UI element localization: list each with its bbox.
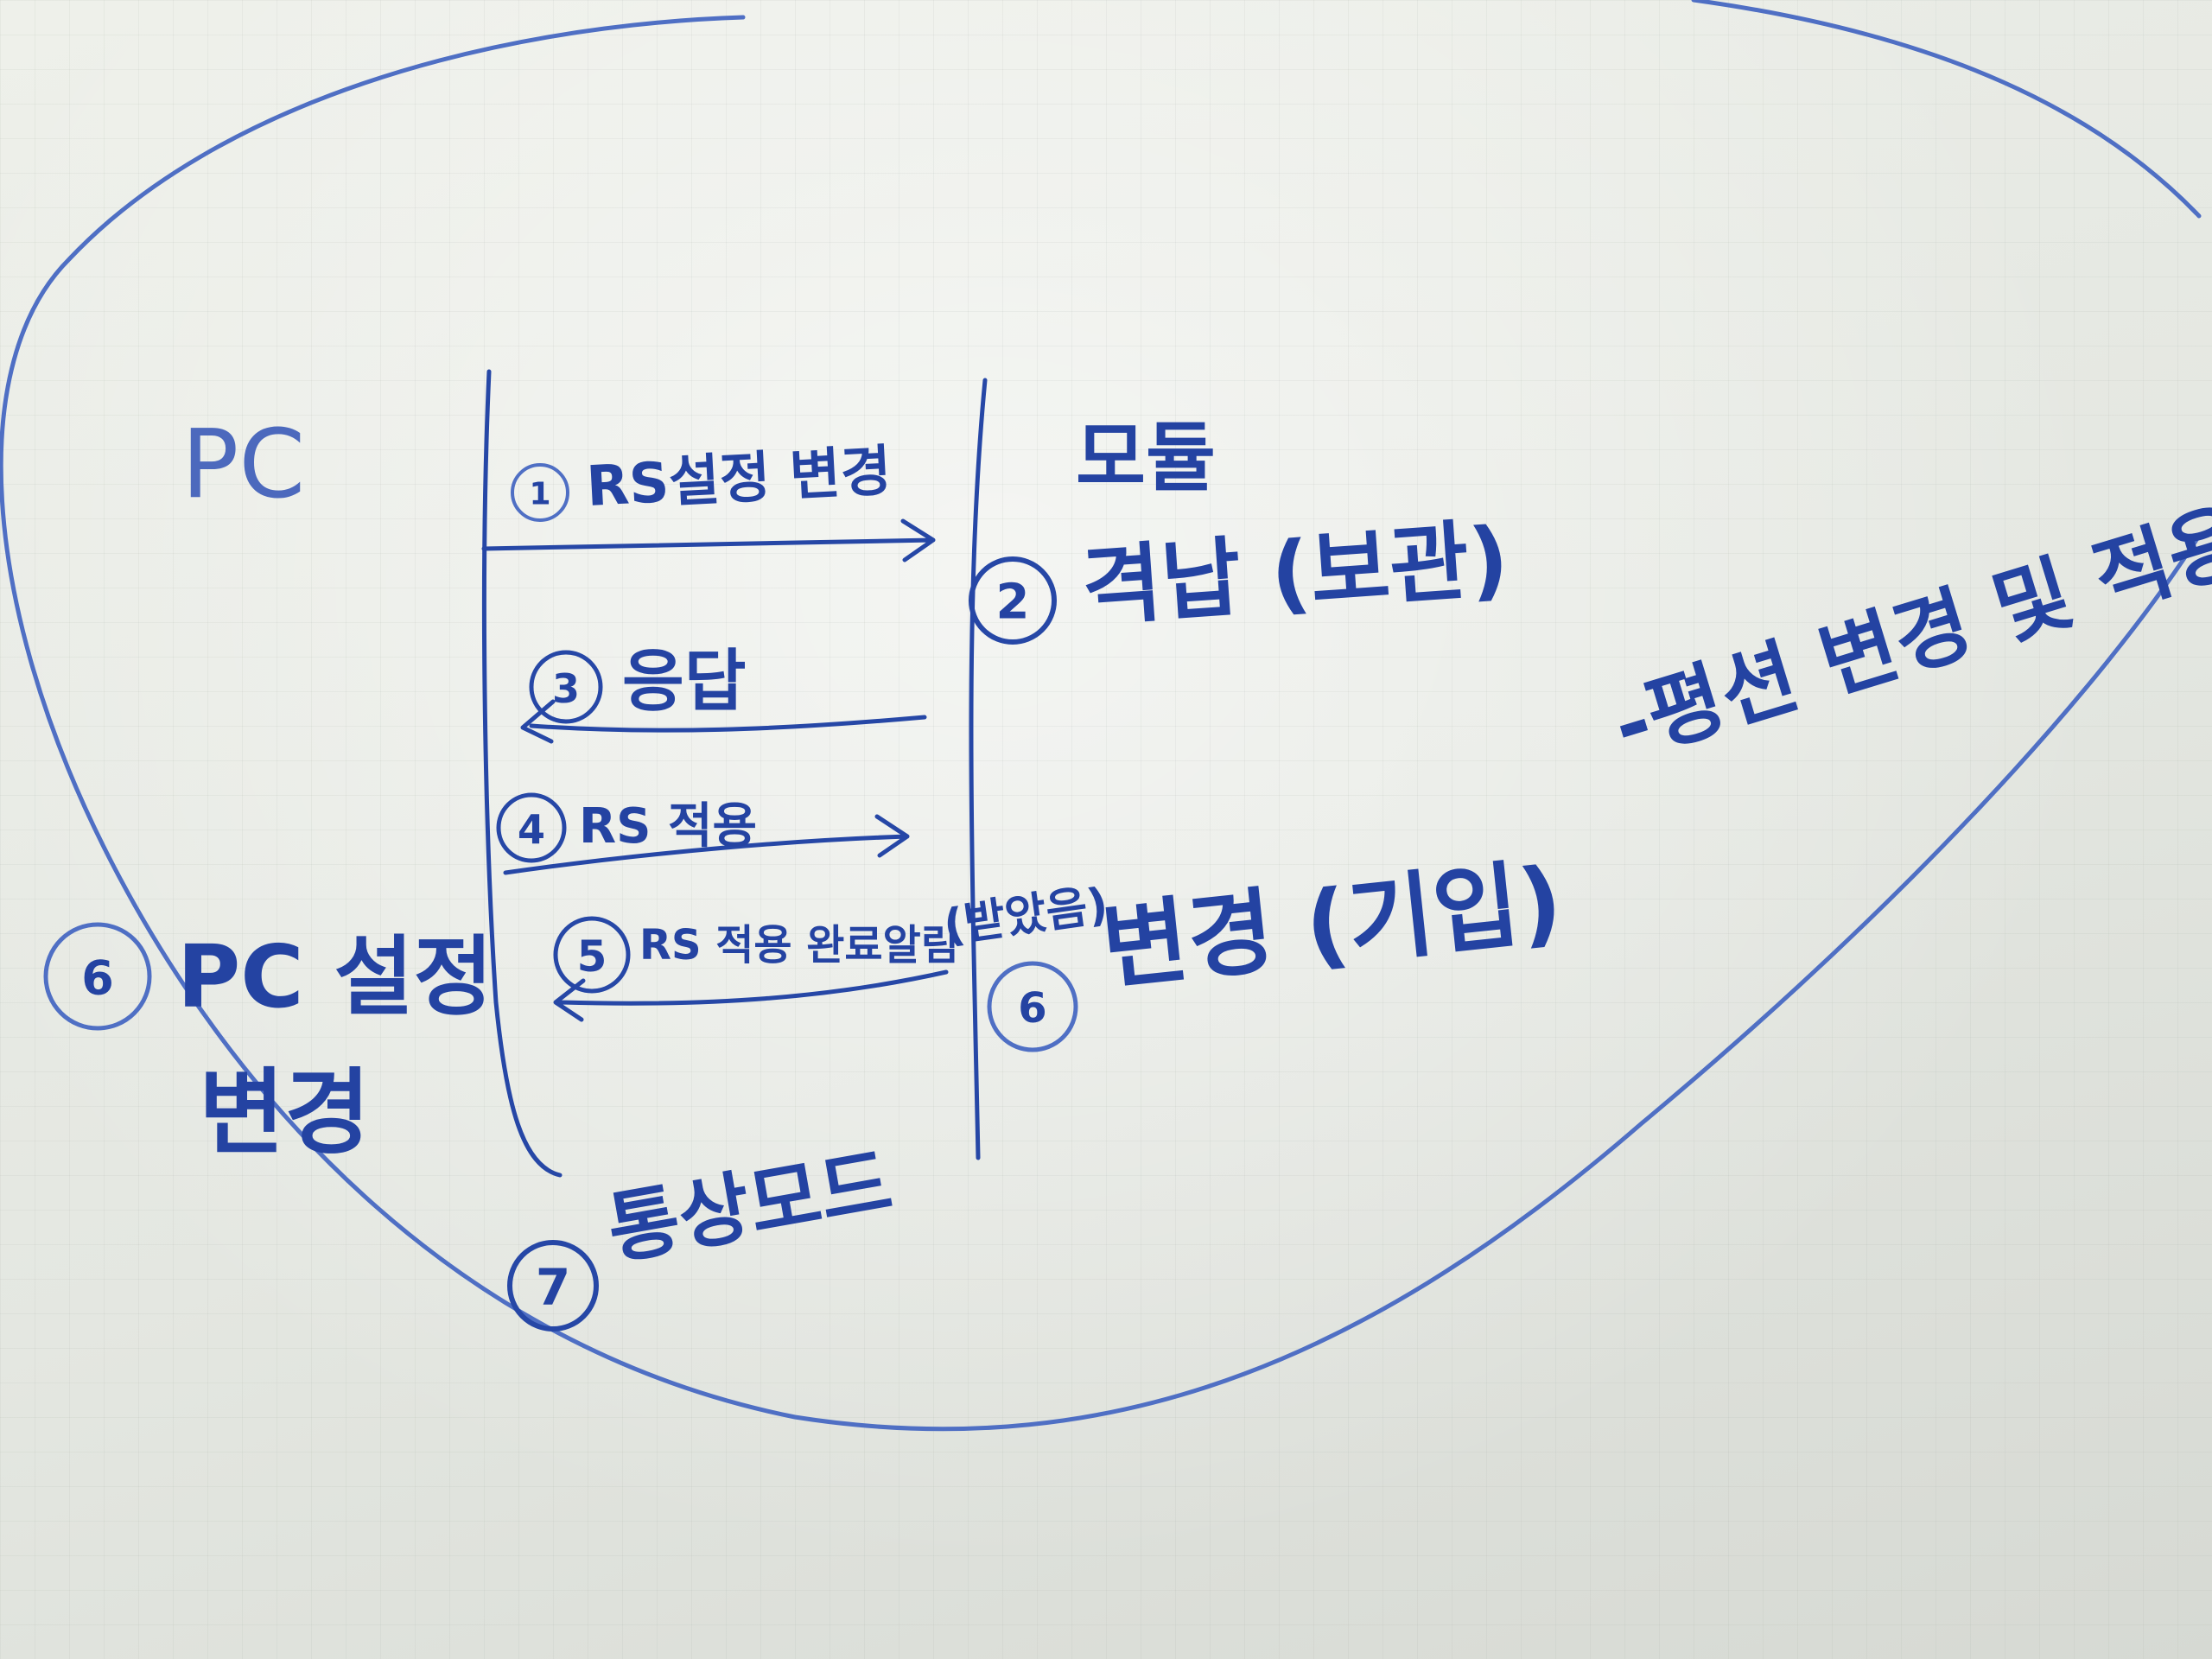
step6-right-number: 6 xyxy=(1018,984,1046,1033)
function-change-label: -평션 변경 및 적용 xyxy=(1602,491,2212,775)
arrow-step1 xyxy=(481,518,936,563)
lifeline-pc xyxy=(481,369,563,1178)
step7-circle xyxy=(507,1240,599,1332)
step4-circle xyxy=(496,792,567,863)
step1-label: RS설정 변경 xyxy=(585,440,893,519)
lifeline-module xyxy=(969,378,988,1160)
step5-note: (받았음) xyxy=(940,879,1111,953)
step1-number: 1 xyxy=(529,477,550,512)
step1-circle xyxy=(511,463,569,522)
step6-right-circle xyxy=(987,961,1078,1052)
step5-label: RS 적용 완료알림 xyxy=(639,921,959,969)
step3-circle xyxy=(529,650,603,724)
enclosing-loop xyxy=(0,0,2202,1432)
step6-label: 변경 (기입) xyxy=(1097,848,1567,1003)
step5-circle xyxy=(553,916,631,994)
step7-number: 7 xyxy=(536,1258,570,1317)
step7-label: 통상모드 xyxy=(601,1137,899,1276)
arrow-step5 xyxy=(553,969,949,1022)
step6-left-number: 6 xyxy=(81,951,114,1006)
step4-number: 4 xyxy=(518,806,545,853)
step3-label: 응답 xyxy=(622,643,747,721)
pc-setting-line1: PC 설정 xyxy=(177,926,493,1027)
step5-number: 5 xyxy=(577,931,607,982)
step4-label: RS 적용 xyxy=(579,798,757,855)
module-label: 모듈 xyxy=(1076,413,1216,502)
pc-label: PC xyxy=(181,409,305,519)
pc-setting-line2: 변경 xyxy=(199,1059,371,1167)
arrow-step4 xyxy=(503,814,910,875)
step2-circle xyxy=(969,556,1057,645)
step6-left-circle xyxy=(43,922,152,1031)
step2-number: 2 xyxy=(996,575,1030,631)
step3-number: 3 xyxy=(552,665,580,712)
step2-label: 격납 (보관) xyxy=(1079,508,1512,639)
